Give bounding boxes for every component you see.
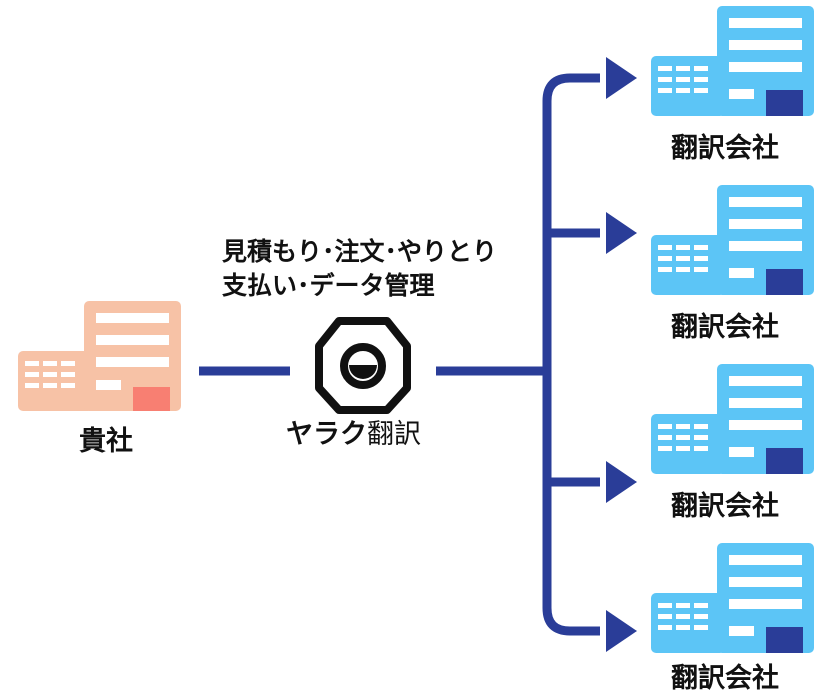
vendor-building-icon	[651, 185, 814, 295]
vendor-label: 翻訳会社	[671, 133, 779, 164]
client-building-icon	[18, 301, 181, 411]
branch-trunk	[542, 73, 600, 636]
connector-lines	[199, 73, 600, 636]
service-name-kana: ヤラク	[286, 419, 367, 450]
vendor-label: 翻訳会社	[671, 491, 779, 522]
service-description-line2: 支払い･データ管理	[222, 271, 435, 300]
vendor-building-icon	[651, 6, 814, 116]
vendor-building-icon	[651, 543, 814, 653]
arrowhead-4	[606, 610, 637, 652]
vendor-label: 翻訳会社	[671, 312, 779, 343]
service-name-kanji: 翻訳	[367, 419, 421, 450]
service-description-line1: 見積もり･注文･やりとり	[222, 237, 498, 266]
arrowhead-2	[606, 212, 637, 254]
arrowhead-3	[606, 461, 637, 503]
client-accent-block	[133, 387, 170, 411]
arrowheads	[606, 57, 637, 652]
octagon-smile-icon	[315, 317, 411, 414]
client-label: 貴社	[79, 426, 133, 457]
arrowhead-1	[606, 57, 637, 99]
vendor-building-icon	[651, 364, 814, 474]
service-name: ヤラク翻訳	[286, 412, 421, 451]
vendor-label: 翻訳会社	[671, 663, 779, 694]
